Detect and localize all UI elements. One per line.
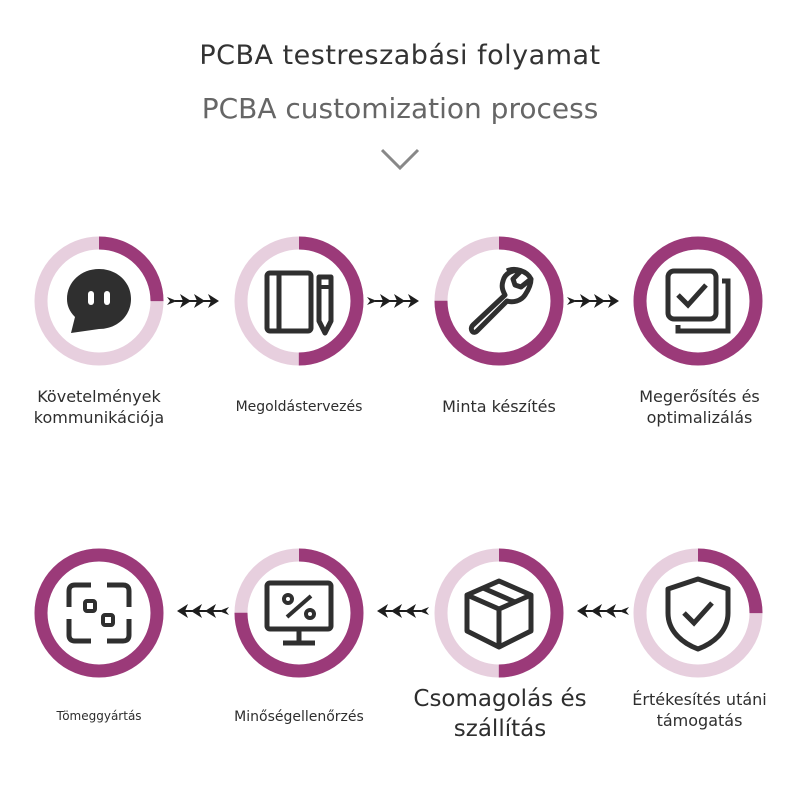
progress-ring-fill <box>434 236 564 366</box>
scan-frame-icon <box>66 582 132 644</box>
chevron-down-icon <box>380 148 420 171</box>
step-label-quality: Minőségellenőrzés <box>234 709 364 725</box>
checkbox-stack-icon <box>665 268 731 334</box>
step-solution-design <box>233 235 365 367</box>
step-label-confirmation: Megerősítés és optimalizálás <box>639 387 760 427</box>
step-label-solution-design: Megoldástervezés <box>235 399 363 415</box>
triple-arrow-right-icon <box>367 294 419 308</box>
step-label-sample-making: Minta készítés <box>442 397 556 416</box>
triple-arrow-right-icon <box>167 294 219 308</box>
progress-ring-fill <box>633 548 763 678</box>
step-requirements-communication <box>33 235 165 367</box>
step-confirmation-optimization <box>632 235 764 367</box>
step-sample-making <box>433 235 565 367</box>
progress-ring <box>434 548 564 678</box>
progress-ring <box>633 548 763 678</box>
step-quality-inspection <box>233 547 365 679</box>
progress-ring-fill <box>434 548 564 678</box>
notebook-pencil-icon <box>264 270 334 336</box>
progress-ring-fill <box>34 548 164 678</box>
step-after-sales-support <box>632 547 764 679</box>
step-label-packaging: Csomagolás és szállítás <box>413 686 587 742</box>
chat-bubble-icon <box>67 269 131 333</box>
step-mass-production <box>33 547 165 679</box>
triple-arrow-left-icon <box>377 604 429 618</box>
progress-ring-fill <box>34 236 164 366</box>
step-label-mass-production: Tömeggyártás <box>56 709 142 723</box>
triple-arrow-left-icon <box>177 604 229 618</box>
progress-ring-fill <box>234 236 364 366</box>
package-box-icon <box>464 578 534 650</box>
triple-arrow-right-icon <box>567 294 619 308</box>
progress-ring-fill <box>234 548 364 678</box>
triple-arrow-left-icon <box>577 604 629 618</box>
page-title-english: PCBA customization process <box>201 92 599 125</box>
step-label-requirements: Követelmények kommunikációja <box>33 387 165 427</box>
wrench-icon <box>468 266 534 335</box>
step-label-after-sales: Értékesítés utáni támogatás <box>632 690 767 730</box>
shield-check-icon <box>665 576 731 652</box>
progress-ring-fill <box>633 236 763 366</box>
monitor-percent-icon <box>264 580 334 646</box>
step-packaging-shipping <box>433 547 565 679</box>
page-title-hungarian: PCBA testreszabási folyamat <box>199 40 601 71</box>
